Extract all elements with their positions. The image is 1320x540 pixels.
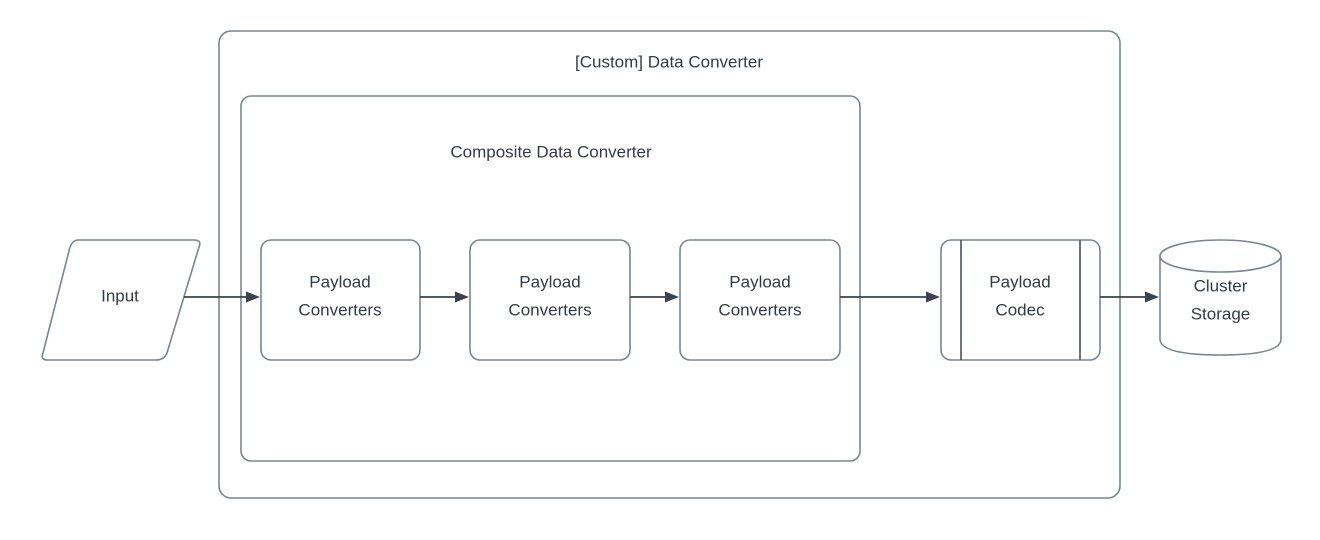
node-cluster-storage-body[interactable]: [1159, 255, 1282, 356]
outer-container-label: [Custom] Data Converter: [575, 52, 763, 71]
node-payload-converters-3-label-line1: Payload: [729, 272, 790, 291]
node-input-label: Input: [101, 286, 139, 305]
node-payload-converters-3-label-line2: Converters: [718, 300, 801, 319]
edge-converter-2-to-converter-3-arrowhead: [665, 291, 679, 303]
node-payload-codec-label-line1: Payload: [989, 272, 1050, 291]
node-payload-codec-label-line2: Codec: [995, 300, 1045, 319]
node-payload-converters-1-label-line2: Converters: [298, 300, 381, 319]
inner-container-label: Composite Data Converter: [450, 142, 652, 161]
node-payload-converters-1[interactable]: [260, 239, 421, 361]
edge-converter-3-to-payload-codec-arrowhead: [926, 291, 940, 303]
node-payload-converters-2-label-line1: Payload: [519, 272, 580, 291]
edge-payload-codec-to-cluster-storage-arrowhead: [1145, 291, 1159, 303]
node-payload-converters-2[interactable]: [469, 239, 631, 361]
node-payload-codec[interactable]: [940, 239, 1101, 361]
node-cluster-storage-label-line2: Storage: [1191, 304, 1251, 323]
node-payload-converters-2-label-line2: Converters: [508, 300, 591, 319]
node-cluster-storage-label-line1: Cluster: [1194, 276, 1248, 295]
node-payload-converters-1-label-line1: Payload: [309, 272, 370, 291]
node-payload-converters-3[interactable]: [679, 239, 841, 361]
node-cluster-storage-top: [1159, 239, 1282, 273]
edge-input-to-converter-1-arrowhead: [246, 291, 260, 303]
edge-converter-1-to-converter-2-arrowhead: [455, 291, 469, 303]
node-input[interactable]: [41, 239, 201, 361]
